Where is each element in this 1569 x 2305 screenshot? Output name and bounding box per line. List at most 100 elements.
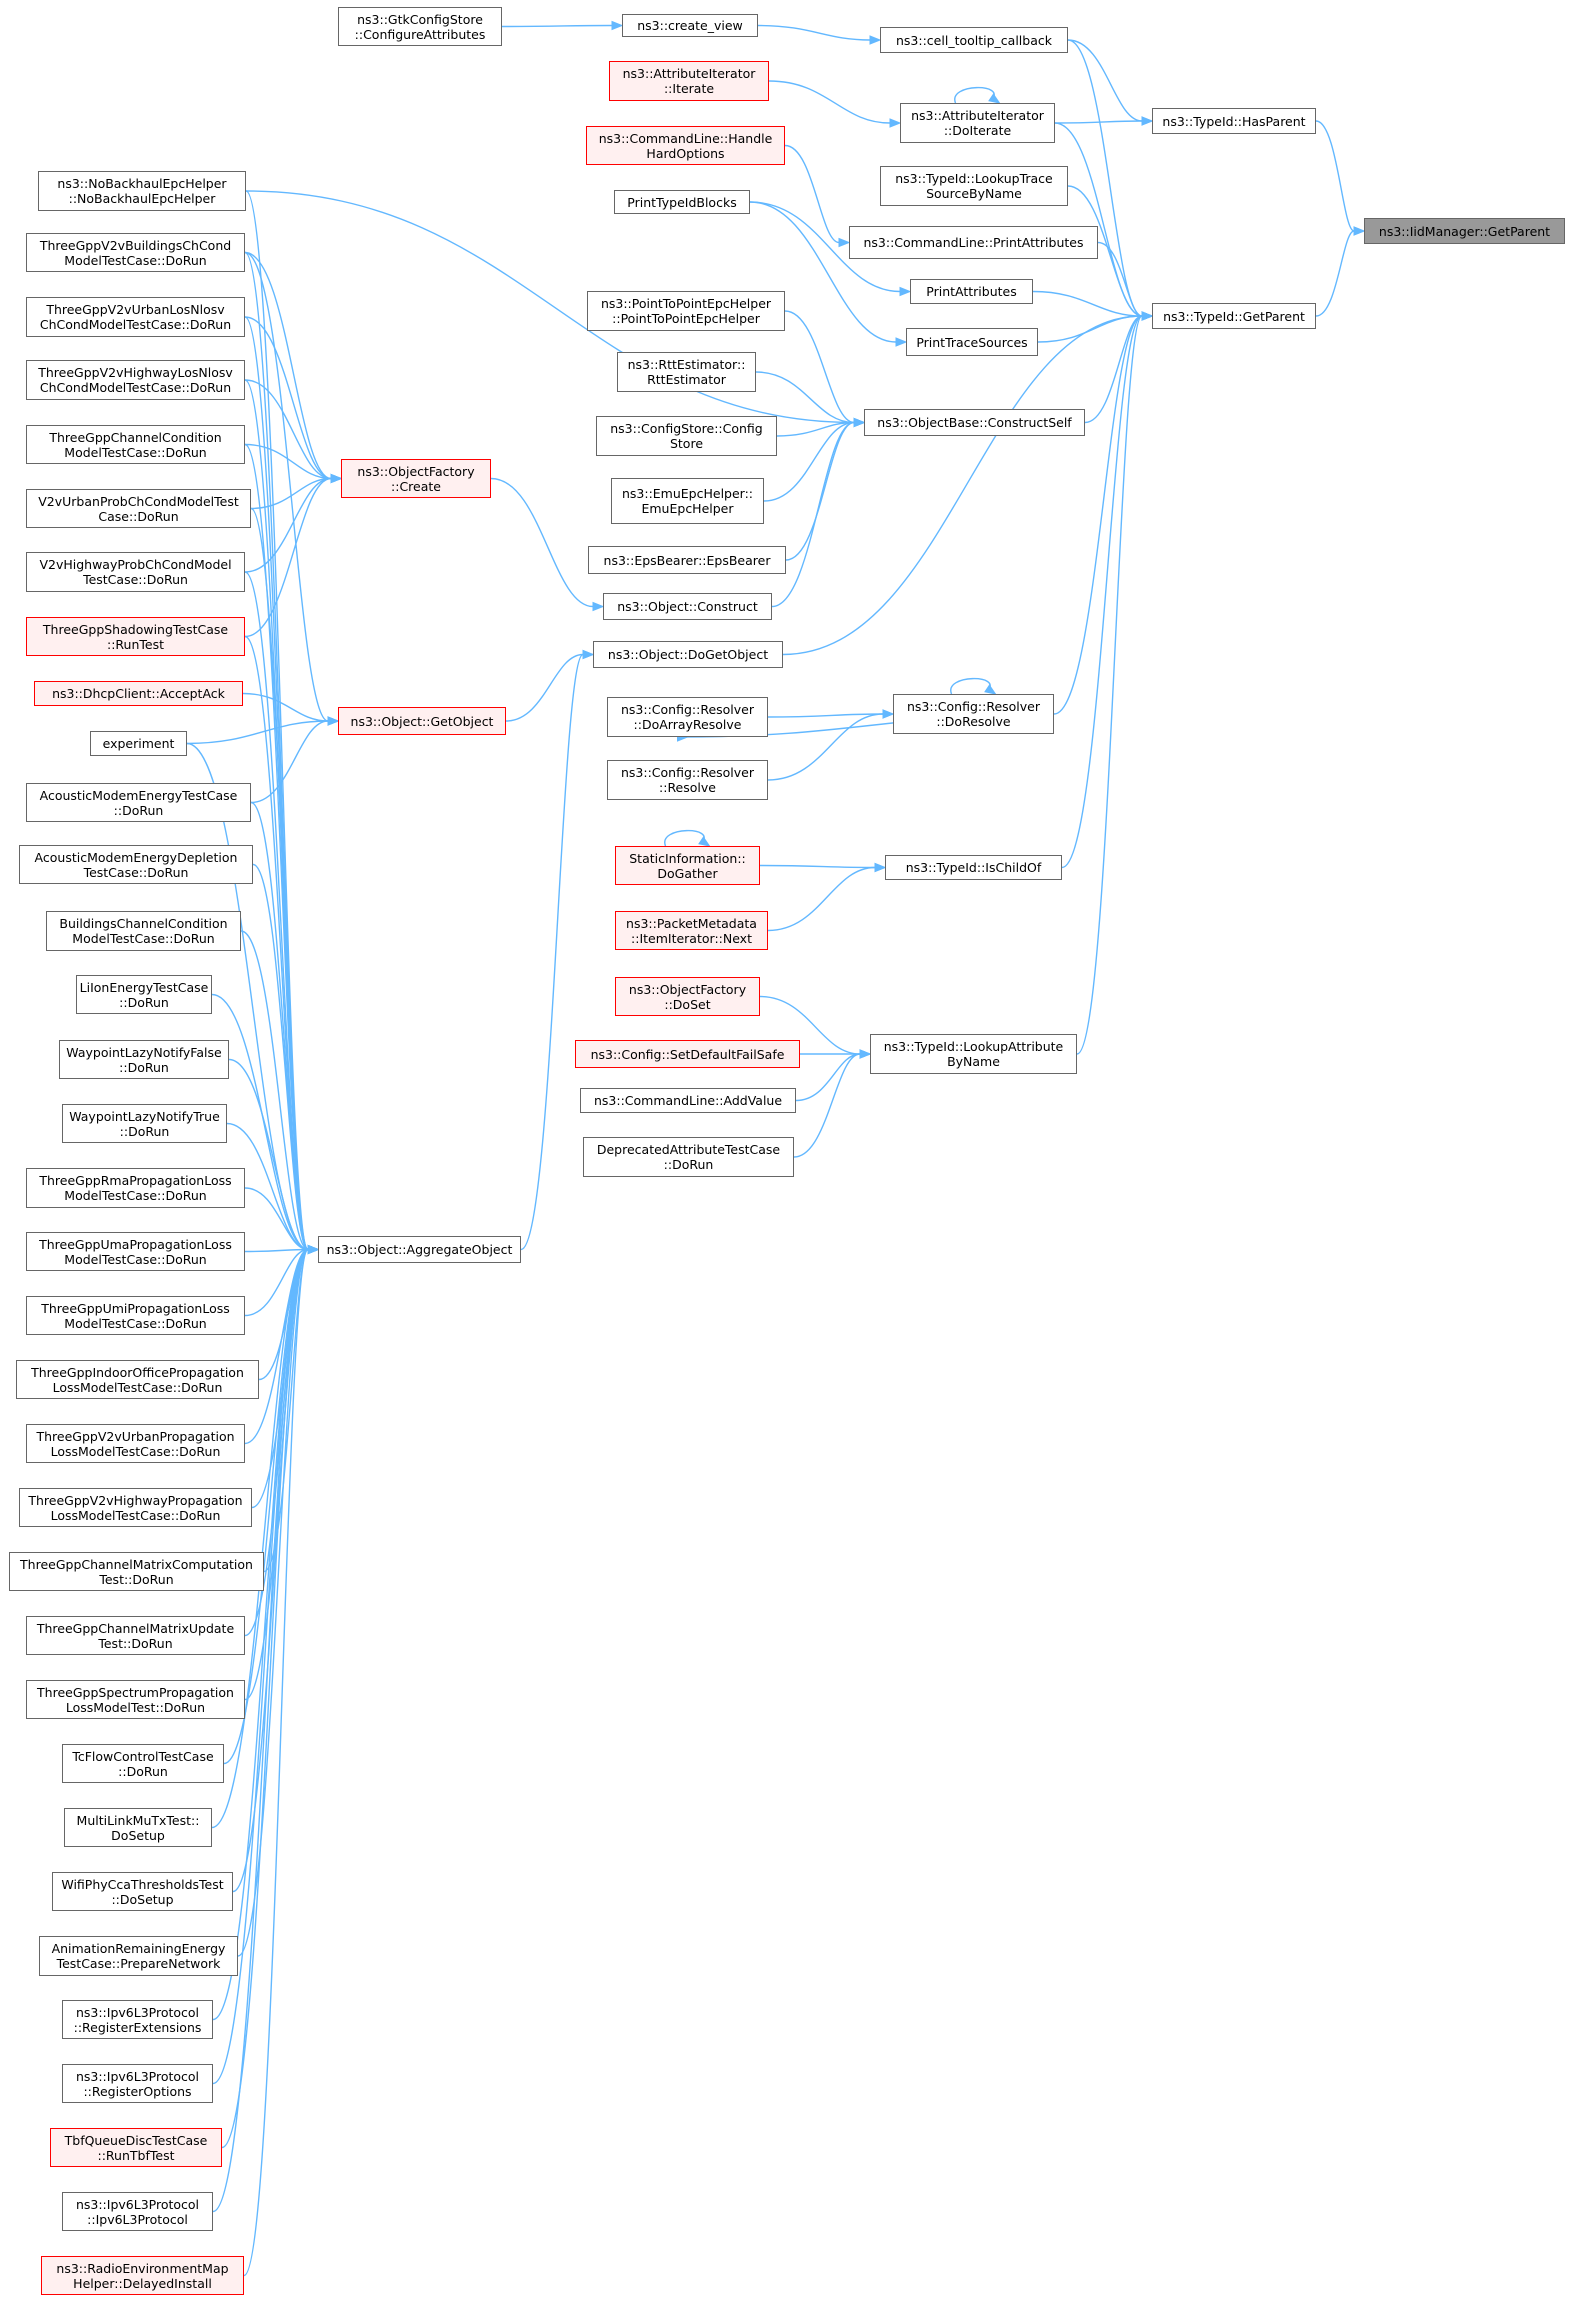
edge-cmdprintattrs-to-getparent — [1097, 241, 1154, 321]
node-printtypeid[interactable]: PrintTypeIdBlocks — [614, 190, 750, 214]
edge-aggregate-to-dogetobject — [520, 649, 595, 1251]
node-printtrace[interactable]: PrintTraceSources — [906, 328, 1038, 356]
node-l07[interactable]: ThreeGppShadowingTestCase::RunTest — [26, 617, 245, 656]
node-l30[interactable]: ns3::Ipv6L3Protocol::RegisterOptions — [62, 2064, 213, 2103]
node-label-line: ThreeGppChannelMatrixUpdate — [36, 1620, 235, 1636]
node-resarray[interactable]: ns3::Config::Resolver::DoArrayResolve — [607, 697, 768, 737]
node-l27[interactable]: WifiPhyCcaThresholdsTest::DoSetup — [52, 1872, 233, 1911]
node-l32[interactable]: ns3::Ipv6L3Protocol::Ipv6L3Protocol — [62, 2192, 213, 2231]
node-createview[interactable]: ns3::create_view — [622, 14, 758, 37]
node-label-line: LossModelTestCase::DoRun — [50, 1507, 221, 1523]
node-label-line: ThreeGppShadowingTestCase — [42, 621, 229, 637]
node-label-line: ns3::Ipv6L3Protocol — [75, 2196, 200, 2212]
node-l10[interactable]: AcousticModemEnergyTestCase::DoRun — [26, 783, 251, 822]
edge-resdoresolve-to-getparent — [1053, 311, 1154, 715]
node-label-line: ::ItemIterator::Next — [631, 930, 752, 946]
node-printattrs[interactable]: PrintAttributes — [910, 279, 1033, 304]
node-l29[interactable]: ns3::Ipv6L3Protocol::RegisterExtensions — [62, 2000, 213, 2039]
node-label-line: DoGather — [657, 865, 718, 881]
node-label-line: LossModelTestCase::DoRun — [50, 1443, 221, 1459]
node-label-line: ::DoSetup — [111, 1891, 174, 1907]
node-l09[interactable]: experiment — [90, 731, 187, 756]
node-label-line: ns3::TypeId::LookupTrace — [895, 171, 1053, 186]
node-objconstruct[interactable]: ns3::Object::Construct — [603, 593, 772, 620]
node-label-line: BuildingsChannelCondition — [59, 916, 228, 931]
node-rtt[interactable]: ns3::RttEstimator::RttEstimator — [617, 352, 756, 392]
edge-l02-to-objfaccreate — [244, 316, 343, 484]
node-cmdprintattrs[interactable]: ns3::CommandLine::PrintAttributes — [849, 226, 1098, 259]
edge-printtypeid-to-printattrs — [749, 201, 912, 297]
node-label-line: Store — [669, 436, 704, 451]
node-label-line: ns3::AttributeIterator — [622, 66, 756, 81]
node-l31[interactable]: TbfQueueDiscTestCase::RunTbfTest — [50, 2128, 222, 2167]
node-setdefault[interactable]: ns3::Config::SetDefaultFailSafe — [575, 1040, 800, 1068]
edge-l08-to-getobject — [242, 692, 340, 726]
node-staticinfo[interactable]: StaticInformation::DoGather — [615, 846, 760, 885]
node-deprecated[interactable]: DeprecatedAttributeTestCase::DoRun — [583, 1137, 794, 1177]
node-attriterdoiterate[interactable]: ns3::AttributeIterator::DoIterate — [900, 103, 1055, 143]
edge-l33-to-aggregate — [243, 1244, 320, 2277]
node-label-line: ThreeGppV2vHighwayPropagation — [28, 1492, 243, 1508]
node-hasparent[interactable]: ns3::TypeId::HasParent — [1152, 108, 1316, 134]
node-aggregate[interactable]: ns3::Object::AggregateObject — [318, 1236, 521, 1263]
node-getparent[interactable]: ns3::TypeId::GetParent — [1152, 303, 1316, 329]
node-label-line: LossModelTestCase::DoRun — [52, 1379, 223, 1395]
node-attriteriterate[interactable]: ns3::AttributeIterator::Iterate — [609, 61, 769, 101]
node-label-line: ThreeGppUmiPropagationLoss — [41, 1300, 230, 1316]
node-resresolve[interactable]: ns3::Config::Resolver::Resolve — [607, 760, 768, 800]
node-l25[interactable]: TcFlowControlTestCase::DoRun — [62, 1744, 224, 1783]
edge-l16-to-aggregate — [244, 1187, 320, 1255]
node-emuepc[interactable]: ns3::EmuEpcHelper::EmuEpcHelper — [611, 478, 764, 524]
node-objfaccreate[interactable]: ns3::ObjectFactory::Create — [341, 459, 491, 498]
node-tooltip[interactable]: ns3::cell_tooltip_callback — [880, 27, 1068, 53]
node-constructself[interactable]: ns3::ObjectBase::ConstructSelf — [864, 409, 1085, 436]
node-getobject[interactable]: ns3::Object::GetObject — [338, 707, 506, 735]
node-objfacdoset[interactable]: ns3::ObjectFactory::DoSet — [615, 977, 760, 1016]
node-label-line: WaypointLazyNotifyTrue — [69, 1108, 220, 1124]
node-l08[interactable]: ns3::DhcpClient::AcceptAck — [34, 681, 243, 706]
edge-epsbearer-to-constructself — [785, 417, 866, 561]
node-gtkcfg[interactable]: ns3::GtkConfigStore::ConfigureAttributes — [338, 7, 502, 46]
node-cmdaddvalue[interactable]: ns3::CommandLine::AddValue — [580, 1088, 796, 1113]
edge-deprecated-to-lookupattr — [793, 1049, 872, 1158]
node-resdoresolve[interactable]: ns3::Config::Resolver::DoResolve — [893, 694, 1054, 734]
node-label-line: ::RunTbfTest — [97, 2147, 175, 2163]
node-label-line: ns3::TypeId::LookupAttribute — [883, 1039, 1064, 1054]
node-l13[interactable]: LiIonEnergyTestCase::DoRun — [76, 975, 212, 1014]
node-nobackhaul[interactable]: ns3::NoBackhaulEpcHelper::NoBackhaulEpcH… — [38, 171, 246, 211]
node-ischildof[interactable]: ns3::TypeId::IsChildOf — [885, 855, 1062, 880]
node-dogetobject[interactable]: ns3::Object::DoGetObject — [593, 641, 783, 668]
node-epsbearer[interactable]: ns3::EpsBearer::EpsBearer — [588, 546, 786, 574]
node-label-line: ::PointToPointEpcHelper — [612, 311, 760, 326]
node-l15[interactable]: WaypointLazyNotifyTrue::DoRun — [62, 1104, 227, 1143]
node-label-line: ns3::Ipv6L3Protocol — [75, 2068, 200, 2084]
node-l14[interactable]: WaypointLazyNotifyFalse::DoRun — [59, 1040, 229, 1079]
node-l26[interactable]: MultiLinkMuTxTest::DoSetup — [64, 1808, 212, 1847]
node-p2pepc[interactable]: ns3::PointToPointEpcHelper::PointToPoint… — [587, 291, 785, 331]
node-label-line: StaticInformation:: — [629, 850, 746, 866]
node-pktmeta[interactable]: ns3::PacketMetadata::ItemIterator::Next — [615, 911, 768, 950]
